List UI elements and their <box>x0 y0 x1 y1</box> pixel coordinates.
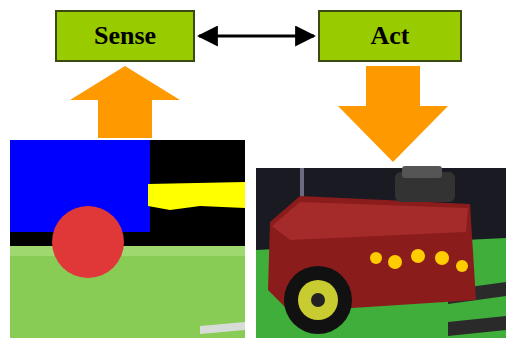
box-label: Act <box>371 22 410 51</box>
down-arrow <box>338 66 448 162</box>
box-label: Sense <box>94 22 156 51</box>
double-arrow <box>199 35 314 38</box>
process-box: Act <box>318 10 462 62</box>
process-box: Sense <box>55 10 195 62</box>
up-arrow <box>70 66 180 138</box>
camera-view <box>10 140 245 338</box>
robot-photo <box>256 166 506 338</box>
